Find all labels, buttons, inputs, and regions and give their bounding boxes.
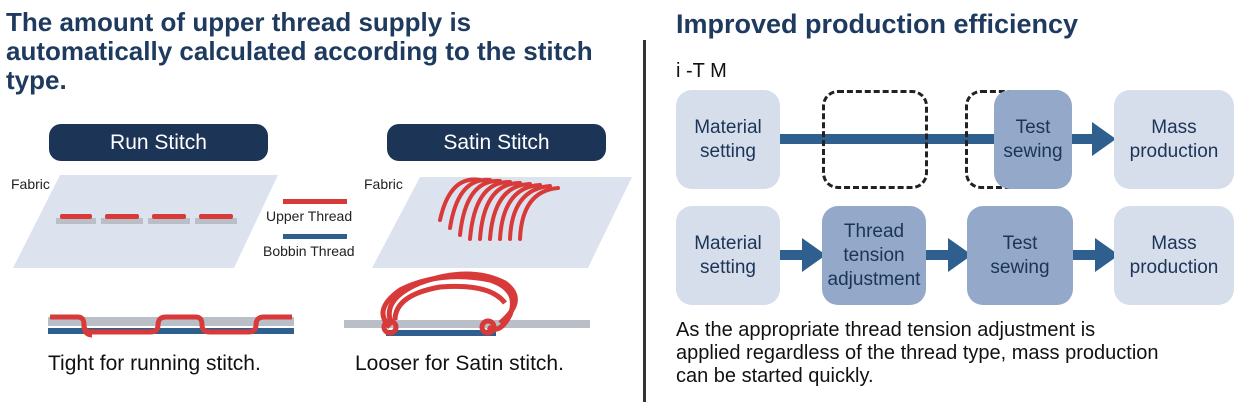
row2-arrow-1-head	[802, 238, 826, 272]
row1-empty-slot-1	[822, 90, 928, 189]
heading-line-1: The amount of upper thread supply is	[6, 7, 472, 37]
row2-box4-line2: production	[1129, 256, 1219, 278]
row2-box1-line2: setting	[700, 256, 756, 278]
efficiency-description: As the appropriate thread tension adjust…	[676, 319, 1236, 388]
heading-line-3: type.	[6, 65, 67, 95]
row1-box3-line2: production	[1129, 140, 1219, 162]
row2-box4-line1: Mass	[1151, 232, 1197, 254]
bobbin-thread-label: Bobbin Thread	[263, 243, 355, 259]
flow-arrows	[780, 122, 1119, 272]
run-fabric-sheet	[13, 175, 278, 268]
row1-box3-line1: Mass	[1151, 116, 1197, 138]
row2-box2-line2: tension	[843, 244, 905, 266]
row1-arrow-head	[1092, 122, 1116, 156]
body-line-3: can be started quickly.	[676, 365, 874, 387]
heading-line-2: automatically calculated according to th…	[6, 36, 593, 66]
upper-thread-swatch	[283, 199, 347, 204]
row2-arrow-3-shaft	[1073, 250, 1099, 260]
left-heading: The amount of upper thread supply is aut…	[6, 8, 626, 95]
row2-arrow-3-head	[1095, 238, 1119, 272]
satin-loops	[438, 177, 560, 241]
right-heading: Improved production efficiency	[676, 9, 1079, 39]
row1-arrow-shaft	[780, 134, 1096, 144]
row1-box2-line1: Test	[1015, 116, 1051, 138]
run-cross-section	[48, 314, 294, 338]
satin-caption: Looser for Satin stitch.	[355, 352, 564, 375]
row1-box1-line1: Material	[694, 116, 762, 138]
panel-divider	[643, 40, 646, 402]
row2-box3-line2: sewing	[990, 256, 1050, 278]
satin-stitch-pill: Satin Stitch	[387, 124, 606, 161]
fabric-label-satin: Fabric	[364, 176, 403, 192]
run-stitch-pill: Run Stitch	[49, 124, 268, 161]
run-stitch-segments	[56, 214, 237, 224]
fabric-label-run: Fabric	[11, 176, 50, 192]
body-line-2: applied regardless of the thread type, m…	[676, 342, 1159, 364]
run-caption: Tight for running stitch.	[48, 352, 261, 375]
satin-cross-section	[344, 271, 590, 336]
row1-box1-line2: setting	[700, 140, 756, 162]
row2-box2-line1: Thread	[843, 220, 905, 242]
row1-box2-line2: sewing	[1003, 140, 1063, 162]
row2-arrow-2-head	[948, 238, 972, 272]
upper-thread-label: Upper Thread	[266, 208, 353, 224]
row2-box1-line1: Material	[694, 232, 762, 254]
row2-box2-line3: adjustment	[827, 268, 921, 290]
bobbin-thread-swatch	[283, 234, 347, 239]
body-line-1: As the appropriate thread tension adjust…	[676, 319, 1096, 341]
row2-box3-line1: Test	[1002, 232, 1038, 254]
row2-arrow-1-shaft	[780, 250, 806, 260]
stitch-illustration	[13, 175, 632, 338]
row2-arrow-2-shaft	[926, 250, 952, 260]
itm-label: i -T M	[676, 60, 727, 82]
